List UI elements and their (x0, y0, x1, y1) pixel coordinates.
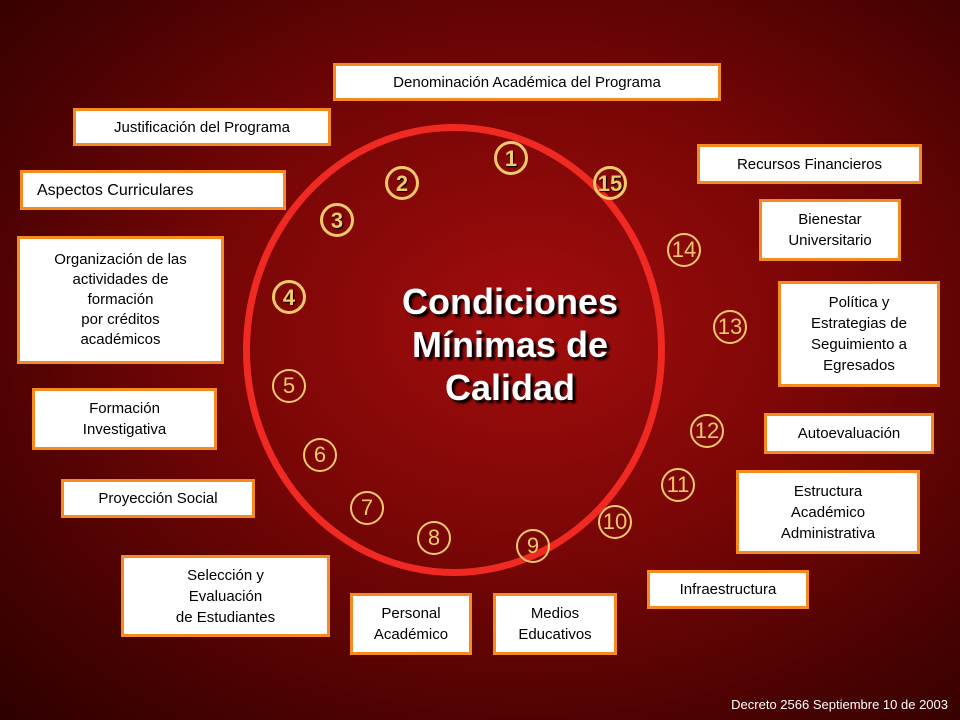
number-13: 13 (713, 310, 747, 344)
condition-box-4: Organización de las actividades de forma… (17, 236, 224, 364)
number-1: 1 (494, 141, 528, 175)
number-8: 8 (417, 521, 451, 555)
number-2: 2 (385, 166, 419, 200)
decree-footnote: Decreto 2566 Septiembre 10 de 2003 (731, 697, 948, 712)
condition-box-2: Justificación del Programa (73, 108, 331, 146)
quality-ring (243, 124, 665, 576)
condition-box-13: Política y Estrategias de Seguimiento a … (778, 281, 940, 387)
condition-box-10: Infraestructura (647, 570, 809, 609)
diagram-title: Condiciones Mínimas de Calidad (401, 281, 619, 408)
number-11: 11 (661, 468, 695, 502)
number-12: 12 (690, 414, 724, 448)
number-14: 14 (667, 233, 701, 267)
condition-box-11: Estructura Académico Administrativa (736, 470, 920, 554)
condition-box-6: Proyección Social (61, 479, 255, 518)
condition-box-5: Formación Investigativa (32, 388, 217, 450)
number-15: 15 (593, 166, 627, 200)
number-10: 10 (598, 505, 632, 539)
condition-box-12: Autoevaluación (764, 413, 934, 454)
number-3: 3 (320, 203, 354, 237)
condition-box-3: Aspectos Curriculares (20, 170, 286, 210)
condition-box-9: Medios Educativos (493, 593, 617, 655)
number-5: 5 (272, 369, 306, 403)
condition-box-8: Personal Académico (350, 593, 472, 655)
condition-box-14: Bienestar Universitario (759, 199, 901, 261)
condition-box-1: Denominación Académica del Programa (333, 63, 721, 101)
number-6: 6 (303, 438, 337, 472)
number-4: 4 (272, 280, 306, 314)
number-7: 7 (350, 491, 384, 525)
condition-box-7: Selección y Evaluación de Estudiantes (121, 555, 330, 637)
condition-box-15: Recursos Financieros (697, 144, 922, 184)
number-9: 9 (516, 529, 550, 563)
